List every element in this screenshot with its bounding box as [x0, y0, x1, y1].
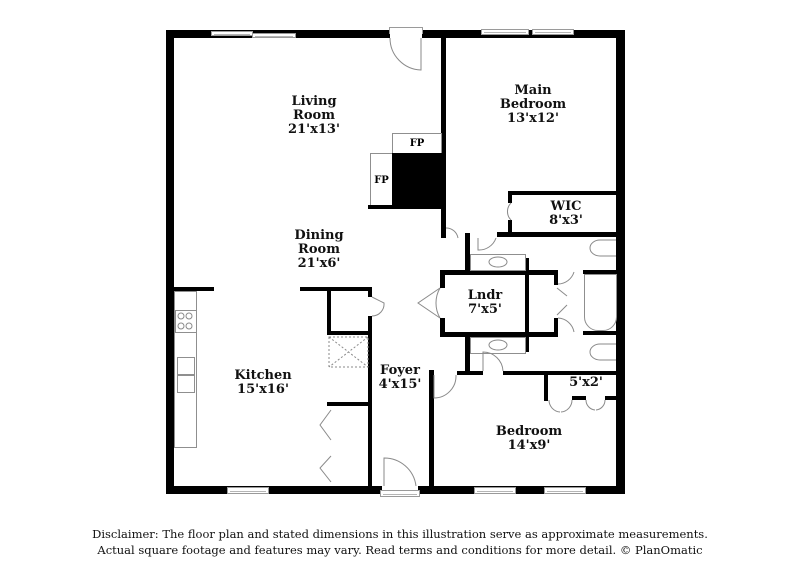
room-dims: 13'x12' [507, 111, 559, 126]
laundry-top-wall [440, 270, 558, 275]
room-name: Room [293, 108, 335, 123]
kitchen-sink-2 [177, 375, 195, 393]
wic-label: WIC 8'x3' [549, 200, 583, 228]
foyer-label: Foyer 4'x15' [379, 364, 422, 392]
laundry-label: Lndr 7'x5' [468, 289, 503, 317]
bedroom-top-wall-b [503, 371, 618, 375]
room-dims: 8'x3' [549, 213, 583, 228]
room-name: Kitchen [234, 368, 292, 383]
outer-wall-left [166, 30, 174, 494]
room-name: Foyer [380, 363, 420, 378]
fireplace-hearth-left: FP [370, 153, 393, 207]
bedroom-window-1 [474, 487, 516, 494]
room-name: Lndr [467, 288, 503, 303]
living-window-2 [252, 33, 296, 38]
room-name: Dining [294, 228, 344, 243]
vanity-upper [470, 254, 526, 271]
laundry-left-wall-bottom [440, 318, 445, 336]
main-bedroom-label: Main Bedroom 13'x12' [500, 84, 566, 126]
wic-left-wall-lower [508, 220, 512, 235]
disclaimer: Disclaimer: The floor plan and stated di… [0, 526, 800, 558]
room-dims: 21'x13' [288, 122, 340, 137]
disclaimer-line-2: Actual square footage and features may v… [97, 543, 703, 557]
wic-bottom-wall [497, 232, 618, 237]
kitchen-label: Kitchen 15'x16' [234, 369, 291, 397]
kitchen-sink-1 [177, 357, 195, 375]
kitchen-dining-wall-left [166, 287, 214, 291]
laundry-bottom-wall [440, 332, 558, 337]
tub-bottom-wall [583, 331, 618, 335]
fireplace-block [392, 153, 442, 207]
kitchen-dining-wall-right [300, 287, 372, 291]
room-name: Living [291, 94, 337, 109]
kitchen-window [227, 487, 269, 494]
room-dims: 5'x2' [569, 375, 603, 390]
living-window-1 [211, 31, 253, 36]
wall-living-bedroom [441, 30, 446, 238]
tub-top-wall [583, 270, 618, 274]
bath-wall-upper-left [465, 233, 470, 274]
closet-left-wall [544, 371, 548, 401]
wic-top-wall [508, 191, 618, 195]
fireplace-hearth-top: FP [392, 133, 442, 154]
dining-room-label: Dining Room 21'x6' [294, 229, 343, 271]
foyer-right-wall [429, 370, 434, 490]
disclaimer-line-1: Disclaimer: The floor plan and stated di… [92, 527, 708, 541]
main-bedroom-window-2 [532, 29, 574, 35]
front-door-threshold [380, 490, 420, 497]
bedroom-top-wall-a [457, 371, 483, 375]
room-dims: 4'x15' [378, 377, 422, 392]
bath-right-wall-bottom [554, 318, 558, 336]
living-room-label: Living Room 21'x13' [288, 95, 340, 137]
main-bedroom-window-1 [481, 29, 529, 35]
room-dims: 21'x6' [297, 256, 341, 271]
room-name: Room [298, 242, 340, 257]
bath-wall-lower-left [465, 334, 470, 374]
wic-left-wall-upper [508, 191, 512, 203]
room-dims: 15'x16' [237, 382, 289, 397]
bedroom-window-2 [544, 487, 586, 494]
room-dims: 7'x5' [468, 302, 502, 317]
room-name: Main [514, 83, 552, 98]
fireplace-base [368, 205, 444, 209]
bedroom-label: Bedroom 14'x9' [496, 425, 562, 453]
pantry-left-wall [327, 287, 331, 335]
room-name: Bedroom [499, 97, 567, 112]
outer-wall-right [616, 30, 625, 494]
bath-right-wall-top [554, 270, 558, 285]
bathtub [584, 274, 617, 331]
room-dims: 14'x9' [507, 438, 551, 453]
pantry-bottom-wall [327, 331, 372, 335]
foyer-left-wall-top [368, 287, 372, 297]
closet-label: 5'x2' [569, 376, 603, 390]
kitchen-closet-top-wall [327, 402, 372, 406]
laundry-left-wall-top [440, 270, 445, 288]
closet-bottom-wall-right [605, 396, 618, 400]
room-name: Bedroom [495, 424, 563, 439]
closet-bottom-wall-mid [572, 396, 586, 400]
top-door-gap [390, 31, 422, 38]
kitchen-stove [175, 310, 197, 333]
laundry-right-wall [525, 258, 529, 352]
vanity-lower [470, 337, 526, 354]
room-name: WIC [550, 199, 582, 214]
